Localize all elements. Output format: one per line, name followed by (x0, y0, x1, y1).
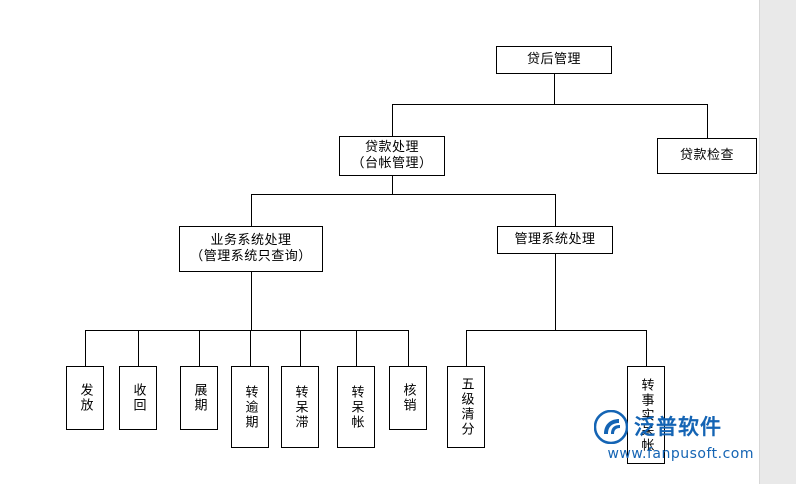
leaf-extension: 展期 (180, 366, 218, 430)
leaf-to-actual-baddebt-label: 转事实呆帐 (638, 377, 654, 453)
node-loan-processing: 贷款处理 （台帐管理） (339, 136, 445, 176)
leaf-extension-label: 展期 (191, 383, 207, 413)
connector-leaf-actual-baddebt-drop (646, 330, 647, 366)
leaf-recover-label: 收回 (130, 383, 146, 413)
right-gutter (759, 0, 796, 484)
connector-to-management-system (555, 194, 556, 226)
leaf-five-level-classification: 五级清分 (447, 366, 485, 448)
connector-to-loan-inspection (707, 104, 708, 138)
node-business-system-label: 业务系统处理 （管理系统只查询） (190, 233, 312, 264)
leaf-issue-label: 发放 (77, 383, 93, 413)
connector-business-system-down (251, 272, 252, 330)
leaf-recover: 收回 (119, 366, 157, 430)
leaf-five-level-classification-label: 五级清分 (458, 377, 474, 437)
connector-to-loan-processing (392, 104, 393, 136)
leaf-to-overdue: 转逾期 (231, 366, 269, 448)
connector-leaf-issue-drop (85, 330, 86, 366)
connector-leaf-to-sluggish-drop (300, 330, 301, 366)
connector-management-system-down (555, 254, 556, 330)
connector-leaf-recover-drop (138, 330, 139, 366)
connector-leaf-to-overdue-drop (250, 330, 251, 366)
node-management-system: 管理系统处理 (497, 226, 613, 254)
connector-to-business-system (251, 194, 252, 226)
connector-leaf-to-baddebt-drop (356, 330, 357, 366)
connector-leaf-five-level-drop (466, 330, 467, 366)
leaf-to-baddebt-label: 转呆帐 (348, 384, 364, 430)
connector-level2-bus (251, 194, 555, 195)
leaf-to-overdue-label: 转逾期 (242, 384, 258, 430)
leaf-to-sluggish: 转呆滞 (281, 366, 319, 448)
node-loan-inspection: 贷款检查 (657, 138, 757, 174)
leaf-to-actual-baddebt: 转事实呆帐 (627, 366, 665, 464)
node-root: 贷后管理 (496, 46, 612, 74)
leaf-to-baddebt: 转呆帐 (337, 366, 375, 448)
leaf-write-off-label: 核销 (400, 383, 416, 413)
connector-leaf-bus-right (466, 330, 646, 331)
leaf-write-off: 核销 (389, 366, 427, 430)
connector-leaf-write-off-drop (408, 330, 409, 366)
node-business-system: 业务系统处理 （管理系统只查询） (179, 226, 323, 272)
node-root-label: 贷后管理 (526, 52, 581, 67)
connector-loan-processing-down (392, 176, 393, 194)
connector-leaf-extension-drop (199, 330, 200, 366)
connector-leaf-bus-left (85, 330, 408, 331)
node-loan-inspection-label: 贷款检查 (679, 148, 734, 163)
node-management-system-label: 管理系统处理 (514, 232, 596, 247)
leaf-to-sluggish-label: 转呆滞 (292, 384, 308, 430)
connector-root-down (554, 74, 555, 104)
leaf-issue: 发放 (66, 366, 104, 430)
connector-level1-bus (392, 104, 708, 105)
node-loan-processing-label: 贷款处理 （台帐管理） (351, 140, 433, 171)
diagram-canvas: 贷后管理 贷款处理 （台帐管理） 贷款检查 业务系统处理 （管理系统只查询） 管… (66, 46, 757, 464)
